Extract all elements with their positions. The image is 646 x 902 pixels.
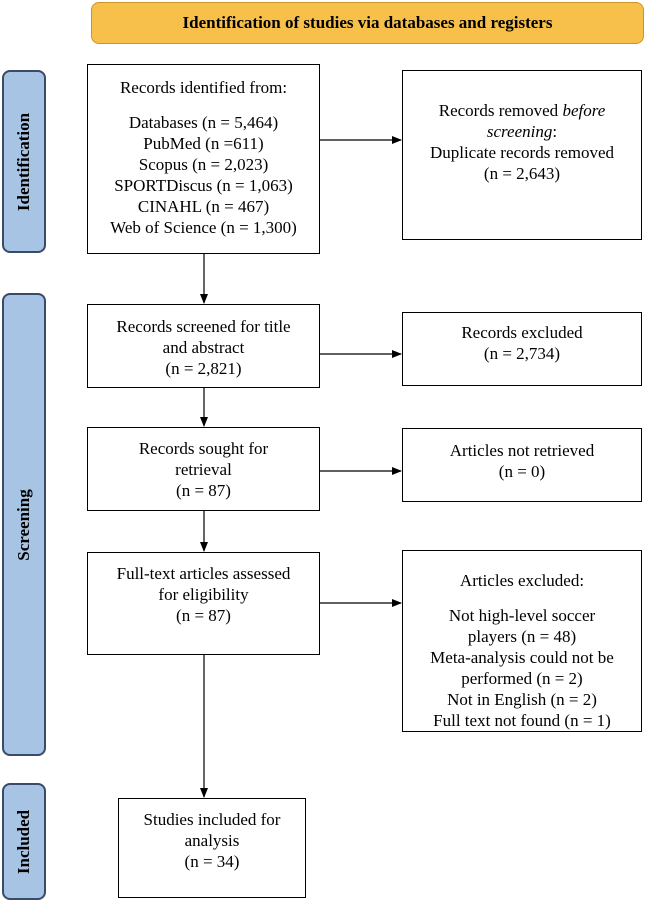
records-removed-box: Records removed before screening: Duplic…: [402, 70, 642, 240]
not-retrieved-line: (n = 0): [498, 462, 546, 481]
included-line: (n = 34): [184, 852, 240, 871]
records-screened-box: Records screened for title and abstract …: [87, 304, 320, 388]
screened-line: Records screened for title: [116, 317, 291, 336]
identified-line: CINAHL (n = 467): [137, 197, 270, 216]
removed-line-4: (n = 2,643): [483, 164, 561, 183]
records-sought-box: Records sought for retrieval (n = 87): [87, 427, 320, 511]
removed-line-3: Duplicate records removed: [429, 143, 615, 162]
sought-line: Records sought for: [138, 439, 269, 458]
identified-line: Web of Science (n = 1,300): [110, 218, 297, 237]
assessed-line: for eligibility: [158, 585, 249, 604]
assessed-box: Full-text articles assessed for eligibil…: [87, 552, 320, 655]
articles-excluded-line: Not high-level soccer: [448, 606, 596, 625]
assessed-line: Full-text articles assessed: [116, 564, 291, 583]
not-retrieved-box: Articles not retrieved (n = 0): [402, 428, 642, 502]
articles-excluded-box: Articles excluded: Not high-level soccer…: [402, 550, 642, 732]
screened-line: (n = 2,821): [165, 359, 242, 378]
sought-line: retrieval: [175, 460, 232, 479]
identified-line: PubMed (n =611): [143, 134, 264, 153]
excluded-line: (n = 2,734): [483, 344, 561, 363]
studies-included-box: Studies included for analysis (n = 34): [118, 798, 306, 898]
records-excluded-box: Records excluded (n = 2,734): [402, 312, 642, 386]
phase-included: Included: [2, 783, 46, 900]
records-identified-title: Records identified from:: [119, 78, 288, 97]
records-identified-box: Records identified from: Databases (n = …: [87, 64, 320, 254]
screened-line: and abstract: [162, 338, 245, 357]
included-line: Studies included for: [143, 810, 281, 829]
articles-excluded-line: Meta-analysis could not be: [430, 648, 614, 667]
header-title: Identification of studies via databases …: [182, 13, 553, 32]
identified-line: SPORTDiscus (n = 1,063): [114, 176, 293, 195]
removed-line-1: Records removed before: [438, 101, 606, 120]
sought-line: (n = 87): [176, 481, 231, 500]
phase-screening: Screening: [2, 293, 46, 756]
assessed-line: (n = 87): [176, 606, 231, 625]
articles-excluded-title: Articles excluded:: [459, 571, 585, 590]
articles-excluded-line: performed (n = 2): [461, 669, 583, 688]
articles-excluded-line: Not in English (n = 2): [447, 690, 597, 709]
header-banner: Identification of studies via databases …: [91, 2, 644, 44]
removed-line-2: screening:: [486, 122, 558, 141]
articles-excluded-line: Full text not found (n = 1): [433, 711, 611, 730]
phase-identification: Identification: [2, 70, 46, 253]
articles-excluded-line: players (n = 48): [467, 627, 577, 646]
identified-line: Scopus (n = 2,023): [138, 155, 269, 174]
excluded-line: Records excluded: [461, 323, 583, 342]
not-retrieved-line: Articles not retrieved: [449, 441, 595, 460]
included-line: analysis: [184, 831, 240, 850]
identified-line: Databases (n = 5,464): [128, 113, 279, 132]
